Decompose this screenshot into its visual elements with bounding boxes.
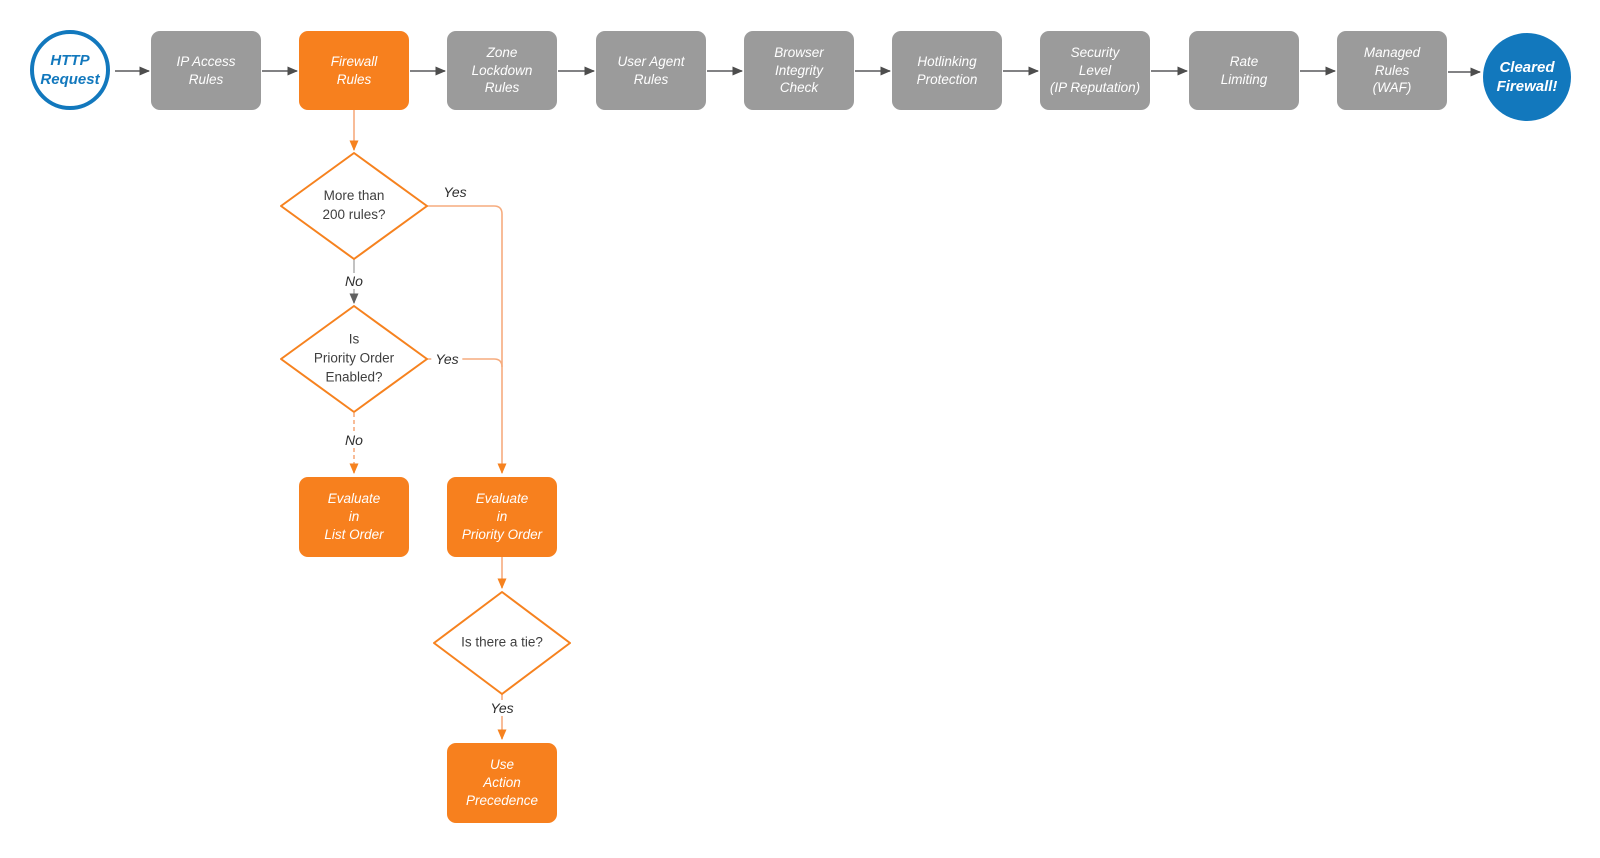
branch-label-yes-more-than-200: Yes xyxy=(439,184,471,200)
decision-is-there-a-tie-shape xyxy=(433,591,571,695)
branch-label-yes-tie: Yes xyxy=(486,700,518,716)
node-evaluate-list-order: Evaluate in List Order xyxy=(299,477,409,557)
node-security-level-label: Security Level (IP Reputation) xyxy=(1049,44,1141,96)
node-rate-limiting-label: Rate Limiting xyxy=(1220,53,1268,87)
decision-more-than-200-rules-shape xyxy=(280,152,428,260)
node-evaluate-priority-order-label: Evaluate in Priority Order xyxy=(461,491,543,542)
node-user-agent-rules: User Agent Rules xyxy=(596,31,706,110)
node-zone-lockdown-rules-label: Zone Lockdown Rules xyxy=(471,44,533,96)
node-hotlinking-protection: Hotlinking Protection xyxy=(892,31,1002,110)
node-zone-lockdown-rules: Zone Lockdown Rules xyxy=(447,31,557,110)
node-cleared-firewall-label: Cleared Firewall! xyxy=(1496,58,1558,96)
decision-priority-order-enabled-shape xyxy=(280,305,428,413)
connector-decision1-yes-to-priority xyxy=(427,205,507,474)
node-ip-access-rules-label: IP Access Rules xyxy=(176,53,236,87)
node-http-request-label: HTTP Request xyxy=(40,51,100,89)
node-ip-access-rules: IP Access Rules xyxy=(151,31,261,110)
node-browser-integrity-check: Browser Integrity Check xyxy=(744,31,854,110)
node-use-action-precedence-label: Use Action Precedence xyxy=(465,757,539,808)
node-browser-integrity-check-label: Browser Integrity Check xyxy=(774,44,824,96)
node-user-agent-rules-label: User Agent Rules xyxy=(617,53,685,87)
node-security-level: Security Level (IP Reputation) xyxy=(1040,31,1150,110)
branch-label-yes-priority-order: Yes xyxy=(431,351,463,367)
decision-is-there-a-tie-label: Is there a tie? xyxy=(461,634,543,650)
node-firewall-rules-label: Firewall Rules xyxy=(330,53,378,87)
node-rate-limiting: Rate Limiting xyxy=(1189,31,1299,110)
node-evaluate-priority-order: Evaluate in Priority Order xyxy=(447,477,557,557)
connector-decision2-yes-join xyxy=(427,358,503,368)
decision-more-than-200-rules-label: More than 200 rules? xyxy=(322,188,386,222)
node-evaluate-list-order-label: Evaluate in List Order xyxy=(324,491,384,542)
node-http-request: HTTP Request xyxy=(30,30,110,110)
branch-label-no-priority-order: No xyxy=(341,432,367,448)
branch-label-no-more-than-200: No xyxy=(341,273,367,289)
node-hotlinking-protection-label: Hotlinking Protection xyxy=(916,53,978,87)
node-managed-rules-waf-label: Managed Rules (WAF) xyxy=(1363,44,1421,96)
decision-priority-order-enabled-label: Is Priority Order Enabled? xyxy=(313,331,395,385)
node-firewall-rules: Firewall Rules xyxy=(299,31,409,110)
node-use-action-precedence: Use Action Precedence xyxy=(447,743,557,823)
node-cleared-firewall: Cleared Firewall! xyxy=(1483,33,1571,121)
node-managed-rules-waf: Managed Rules (WAF) xyxy=(1337,31,1447,110)
